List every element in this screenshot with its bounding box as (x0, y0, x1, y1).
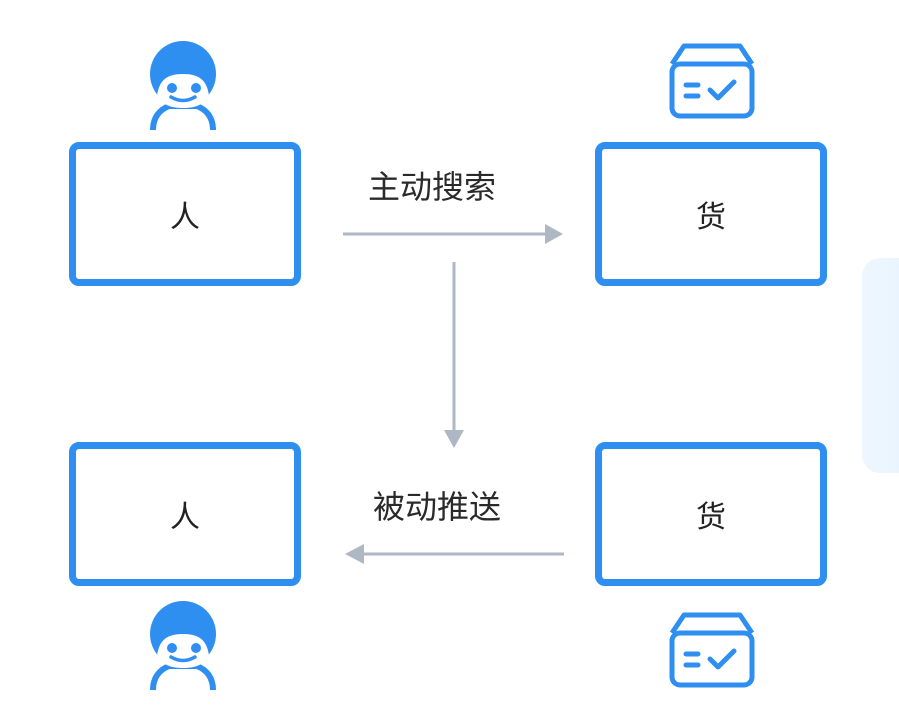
package-check-icon (669, 43, 755, 119)
node-person-bottom: 人 (69, 442, 301, 586)
arrow-top-horizontal (343, 224, 563, 244)
package-check-icon (669, 612, 755, 688)
node-person-top: 人 (69, 142, 301, 286)
node-goods-bottom-label: 货 (696, 500, 726, 535)
edge-label-passive-push: 被动推送 (373, 488, 502, 526)
node-person-bottom-label: 人 (170, 500, 200, 535)
node-goods-top-label: 货 (696, 200, 726, 235)
edge-label-active-search: 主动搜索 (368, 168, 497, 206)
background-glow (862, 258, 899, 473)
arrow-bottom-horizontal (345, 544, 564, 564)
node-goods-bottom: 货 (595, 442, 827, 586)
node-goods-top: 货 (595, 142, 827, 286)
smiling-person-icon (150, 601, 216, 690)
smiling-person-icon (150, 41, 216, 130)
node-person-top-label: 人 (170, 200, 200, 235)
arrow-vertical-down (444, 262, 464, 448)
